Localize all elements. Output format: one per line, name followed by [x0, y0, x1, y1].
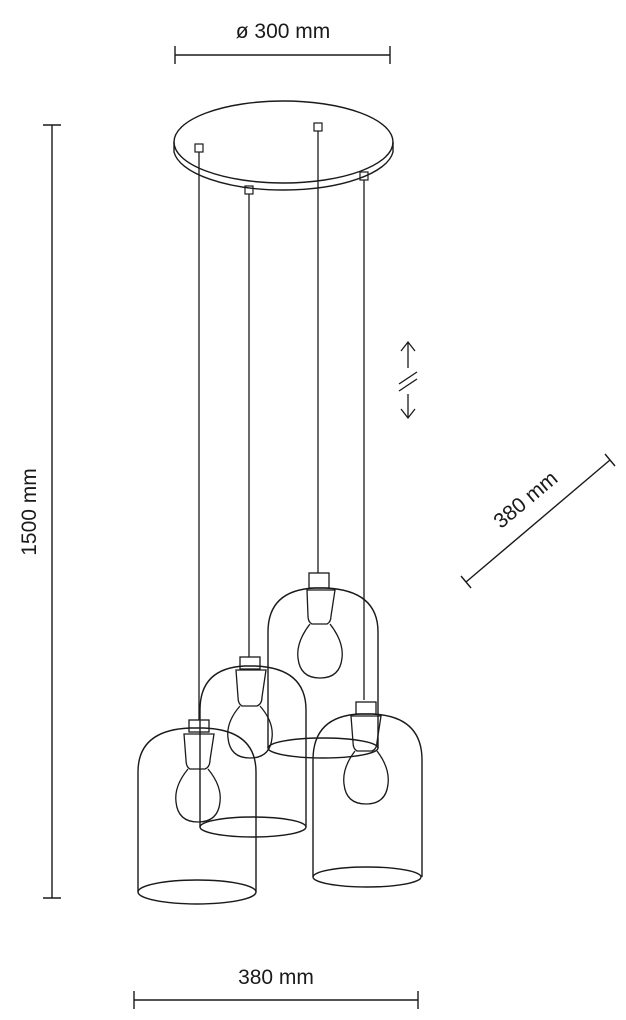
- overall-height-label: 1500 mm: [18, 468, 41, 556]
- suspension-cables: [198, 131, 365, 720]
- double-arrow-break-icon: [398, 340, 418, 420]
- depth-dimension: 380 mm: [460, 453, 616, 589]
- depth-label: 380 mm: [489, 467, 562, 533]
- width-label: 380 mm: [238, 966, 314, 989]
- overall-height-dimension: 1500 mm: [18, 124, 61, 899]
- glass-shade-middle: [199, 656, 307, 838]
- width-dimension: 380 mm: [133, 966, 419, 1009]
- glass-shade-front-right: [312, 701, 423, 888]
- canopy-diameter-label: ø 300 mm: [236, 20, 331, 43]
- glass-shade-back: [267, 572, 379, 759]
- canopy-diameter-dimension: ø 300 mm: [174, 20, 391, 64]
- ceiling-canopy: [173, 100, 394, 195]
- glass-shade-front-left: [137, 719, 257, 905]
